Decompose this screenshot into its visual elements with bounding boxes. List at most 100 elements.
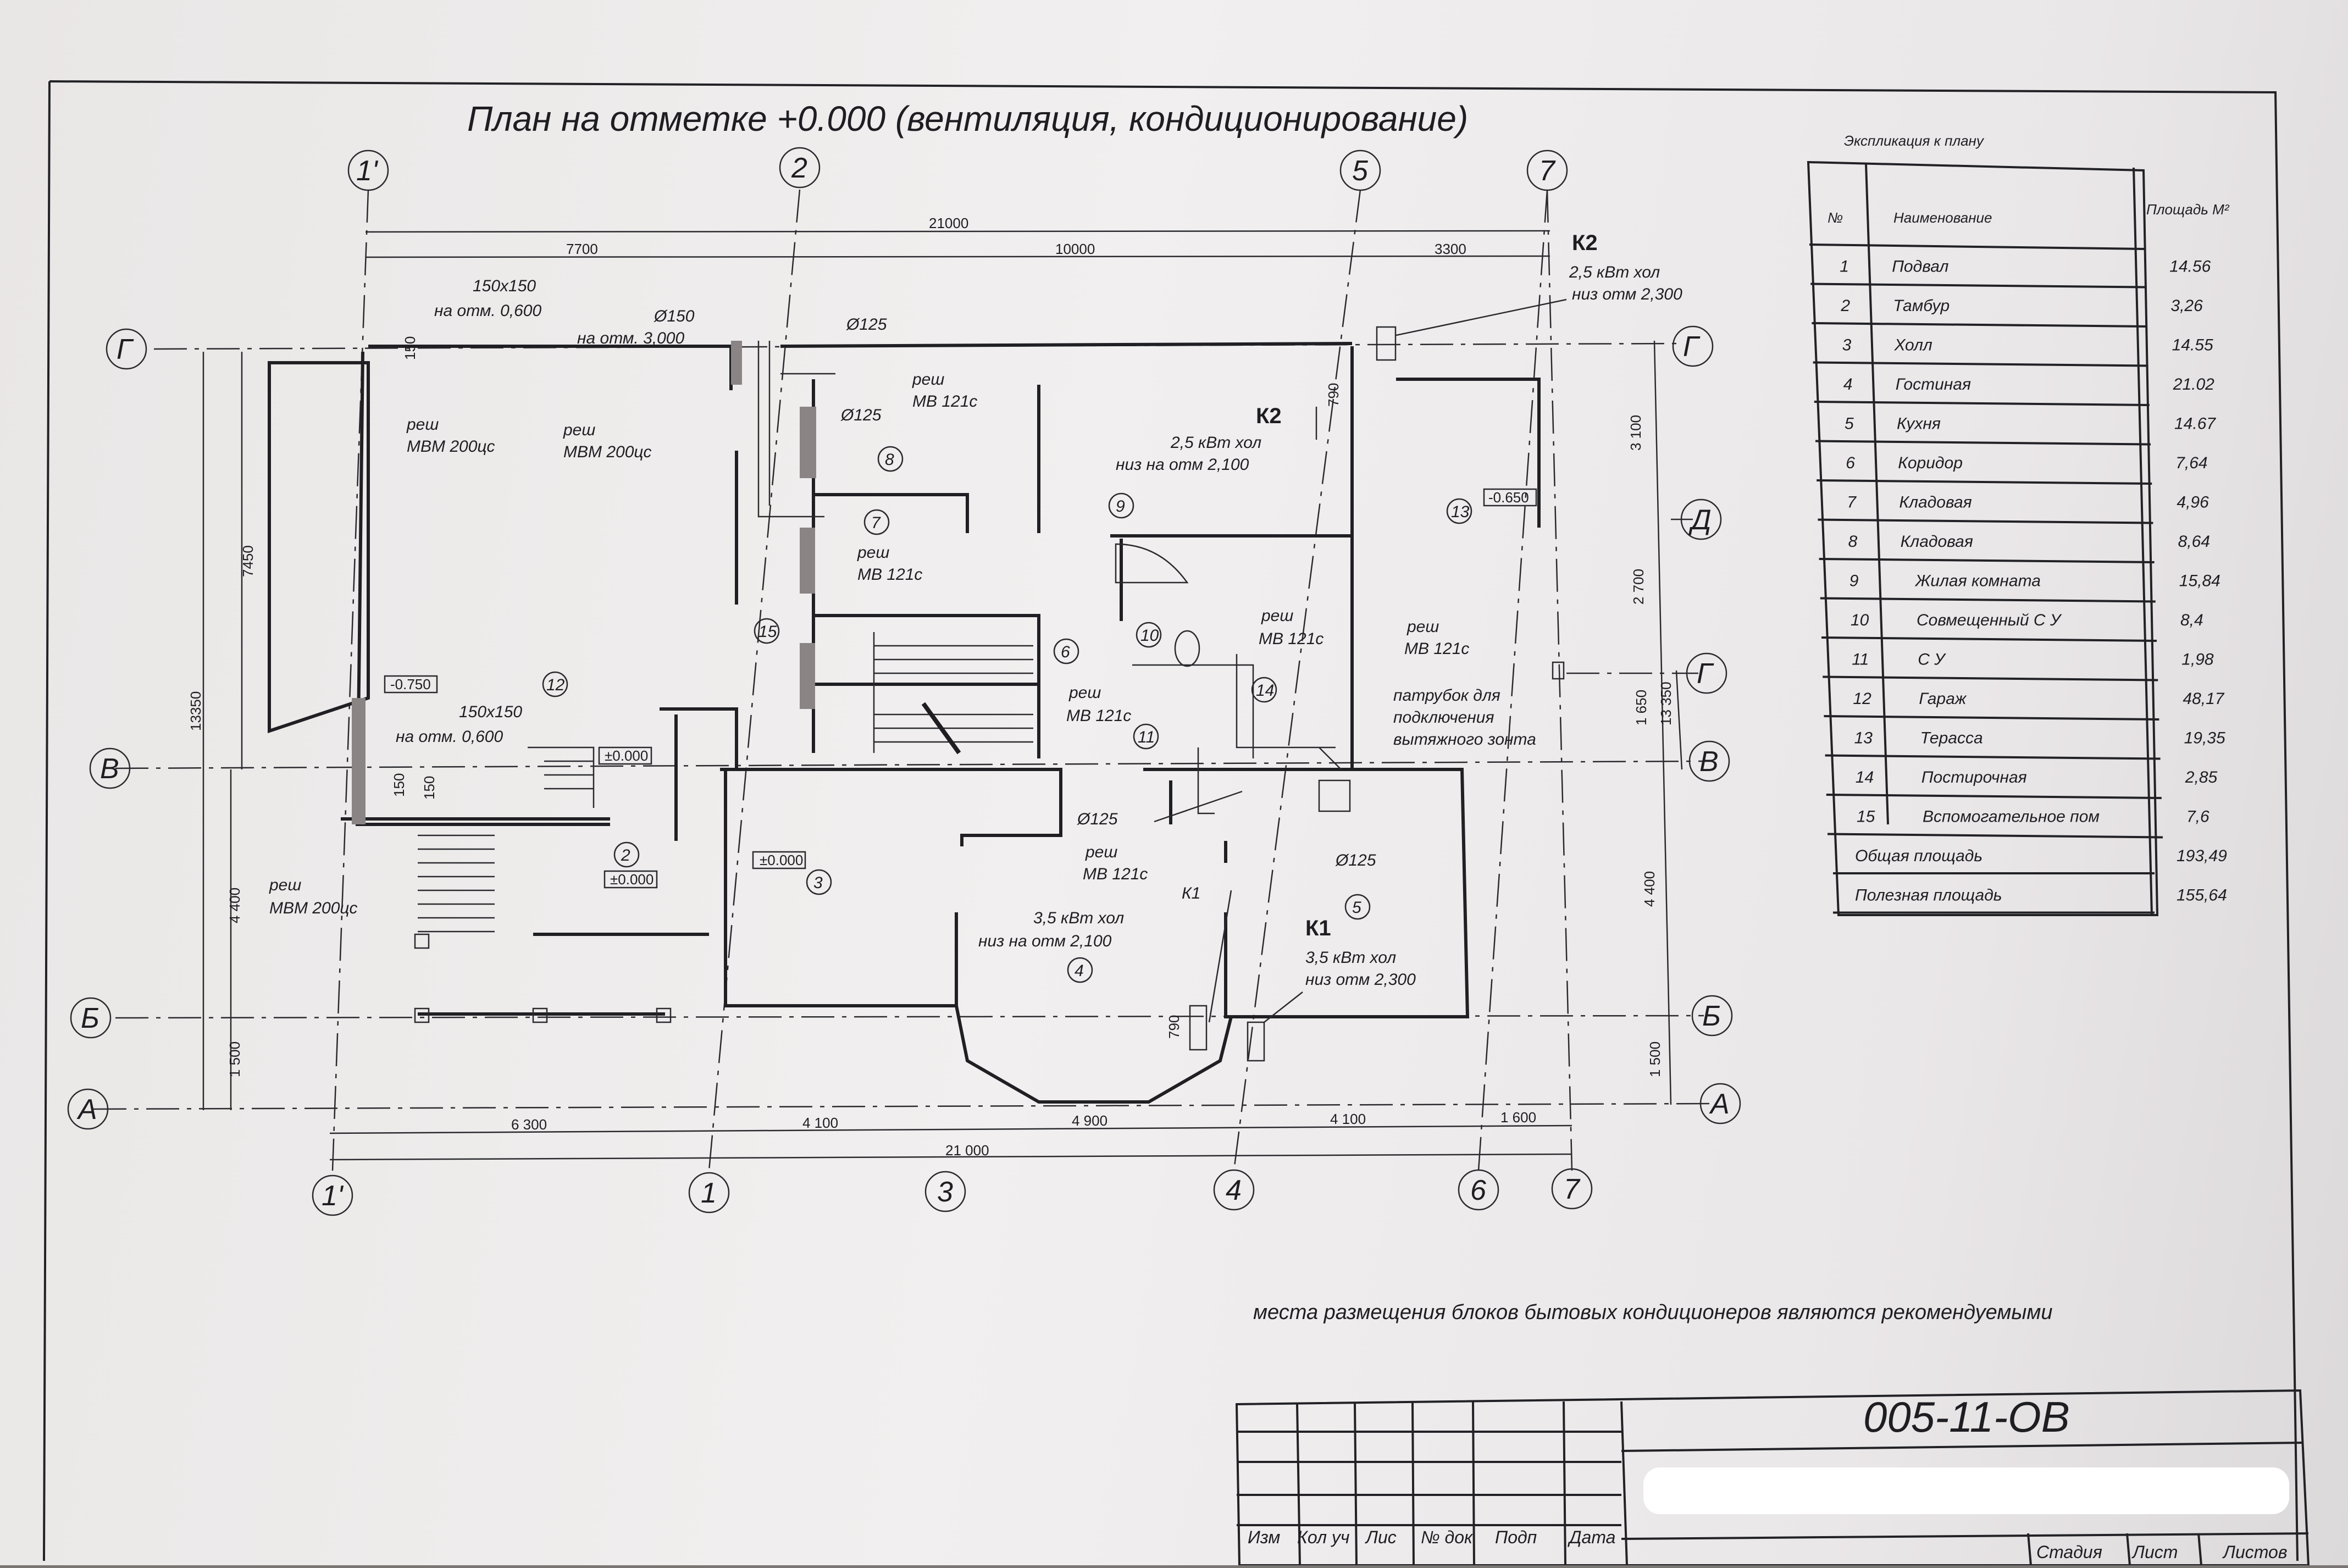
annotation: Ø125 [1335,851,1376,869]
room-number: 12 [546,676,565,694]
table-rule [1821,636,2157,642]
room-number: 6 [1061,643,1070,661]
stamp-label: Лист [2131,1542,2178,1562]
table-rule [1812,322,2147,328]
table-cell: 21.02 [2173,375,2214,394]
table-cell: 15 [1857,808,1875,826]
title-block: 005-11-ОВ Изм Кол уч Лис № док Подп Дата… [1235,1389,2310,1566]
annotation: МВМ 200цс [563,443,652,461]
dim-label: 2 700 [1630,569,1647,605]
annotation: МВ 121с [1083,865,1148,883]
room-numbers: 12 2 3 4 5 15 6 7 8 9 10 11 14 13 [542,446,1472,983]
redacted-field [1643,1467,2289,1514]
dimensions-left: 13350 7450 4 400 1 500 [187,352,256,1110]
room-number: 8 [885,451,894,469]
table-cell: 4,96 [2177,494,2209,512]
annotation: К2 [1572,231,1598,255]
annotation: Ø125 [1077,810,1118,828]
dim-label: 13 350 [1658,682,1674,725]
table-cell: Постирочная [1921,768,2027,786]
table-cell: 14 [1856,768,1874,786]
table-cell: 6 [1846,454,1855,472]
room-number: 15 [758,623,777,641]
axis-bubble-bottom-7 [1551,1168,1593,1210]
table-cell: 14.67 [2174,415,2216,433]
axis-label: Б [1702,1000,1721,1032]
annotation: на отм. 0,600 [434,302,541,320]
table-rule [1826,794,2162,799]
table-cell: 1,98 [2181,651,2214,669]
table-cell: 15,84 [2179,572,2220,590]
axis-label: 1' [356,155,379,187]
table-cell: 2 [1840,297,1850,315]
annotation: реш [406,415,439,434]
annotation: Ø150 [654,307,695,325]
annotation: 150 [391,773,407,797]
axis-label: Г [1697,658,1714,690]
annotation: низ на отм 2,100 [978,932,1112,950]
explication-table: Экспликация к плану [1807,132,2159,916]
table-rule [1825,754,2161,760]
bathtub [1115,543,1189,584]
axis-bubble-bottom-1p [312,1174,353,1216]
table-cell: 12 [1853,690,1871,708]
stamp-label: Листов [2222,1542,2288,1562]
axis-label: Г [1683,331,1701,363]
annotation: 2,5 кВт хол [1170,434,1261,452]
table-cell: 8,4 [2180,611,2203,629]
table-cell: 7,6 [2186,808,2209,826]
room-number: 5 [1352,899,1361,917]
footnote: места размещения блоков бытовых кондицио… [1253,1301,2053,1324]
table-cell: 8 [1848,533,1858,551]
axis-bubble-bottom-1 [688,1172,730,1214]
dim-label: 4 400 [1641,871,1658,907]
annotation: низ отм 2,300 [1572,285,1682,303]
dim-label: 13350 [187,691,204,731]
table-cell: 13 [1854,729,1873,747]
dim-label: 4 100 [1330,1111,1366,1127]
room-number: 4 [1075,962,1084,980]
table-cell: 9 [1849,572,1859,590]
annotation: МВ 121с [857,566,922,584]
table-cell: 155,64 [2177,886,2227,905]
toilet [1174,630,1200,667]
annotations: 150х150 на отм. 0,600 Ø150 на отм. 3,000… [269,231,1682,1039]
table-caption: Экспликация к плану [1844,132,1985,149]
axis-label: Д [1688,504,1712,536]
table-cell: 3 [1842,336,1852,354]
table-rule [1810,282,2146,289]
table-rule [1814,401,2150,406]
annotation: реш [1068,684,1101,702]
annotation: реш [857,544,889,562]
axis-bubble-bottom-4 [1213,1169,1255,1211]
stamp-label: Лис [1365,1527,1397,1547]
table-cell: Тамбур [1893,297,1950,315]
table-cell: Коридор [1898,454,1963,472]
table-cell: 7,64 [2175,454,2207,472]
dim-label: 10000 [1055,241,1095,257]
axis-label: 6 [1470,1174,1486,1206]
room-number: 3 [813,874,823,892]
axis-label: А [1709,1088,1730,1120]
table-cell: Общая площадь [1855,847,1982,865]
table-cell: 14.55 [2172,336,2213,354]
annotation: МВМ 200цс [269,899,358,917]
axis-label: Б [81,1002,99,1034]
table-header-cell: № [1828,209,1843,226]
axis-label: 1 [701,1177,717,1209]
drawing-title: План на отметке +0.000 (вентиляция, конд… [467,99,1468,138]
sheet-border [43,80,2299,1561]
axis-label: В [1699,746,1719,778]
annotation: 2,5 кВт хол [1569,263,1660,281]
level-mark: ±0.000 [760,852,803,868]
annotation: реш [1406,618,1439,636]
table-cell: Жилая комната [1914,572,2041,590]
room-number: 11 [1138,728,1155,746]
table-cell: 3,26 [2170,297,2203,315]
axis-markers: 1' 2 5 7 1' 1 3 4 6 7 Г В Б А Г Д Г В Б … [67,147,1741,1216]
annotation: реш [1261,607,1293,625]
table-cell: Кладовая [1901,533,1973,551]
dim-label: 7700 [566,241,598,257]
